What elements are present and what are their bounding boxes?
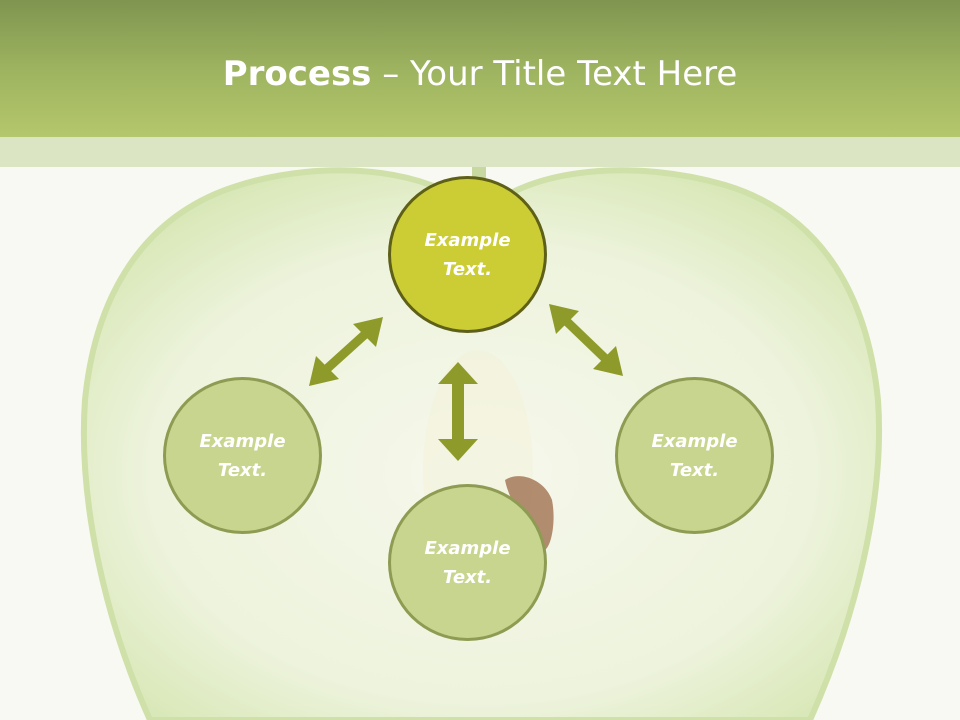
node-bottom-line2: Text.	[442, 566, 493, 588]
arrow-top-left	[309, 317, 383, 386]
node-left-line2: Text.	[217, 459, 268, 481]
slide-title-bold: Process	[222, 54, 372, 94]
node-bottom-line1: Example	[424, 537, 511, 559]
node-top-line1: Example	[424, 229, 511, 251]
node-right-line2: Text.	[669, 459, 720, 481]
node-right-line1: Example	[651, 430, 738, 452]
title-header-bar	[0, 0, 960, 137]
slide-title-rest: – Your Title Text Here	[371, 54, 738, 94]
node-left-line1: Example	[199, 430, 286, 452]
arrow-top-right	[549, 304, 623, 376]
slide-title: Process – Your Title Text Here	[0, 52, 960, 96]
node-top-line2: Text.	[442, 258, 493, 280]
header-accent-band	[0, 137, 960, 167]
arrow-vertical	[438, 362, 478, 461]
